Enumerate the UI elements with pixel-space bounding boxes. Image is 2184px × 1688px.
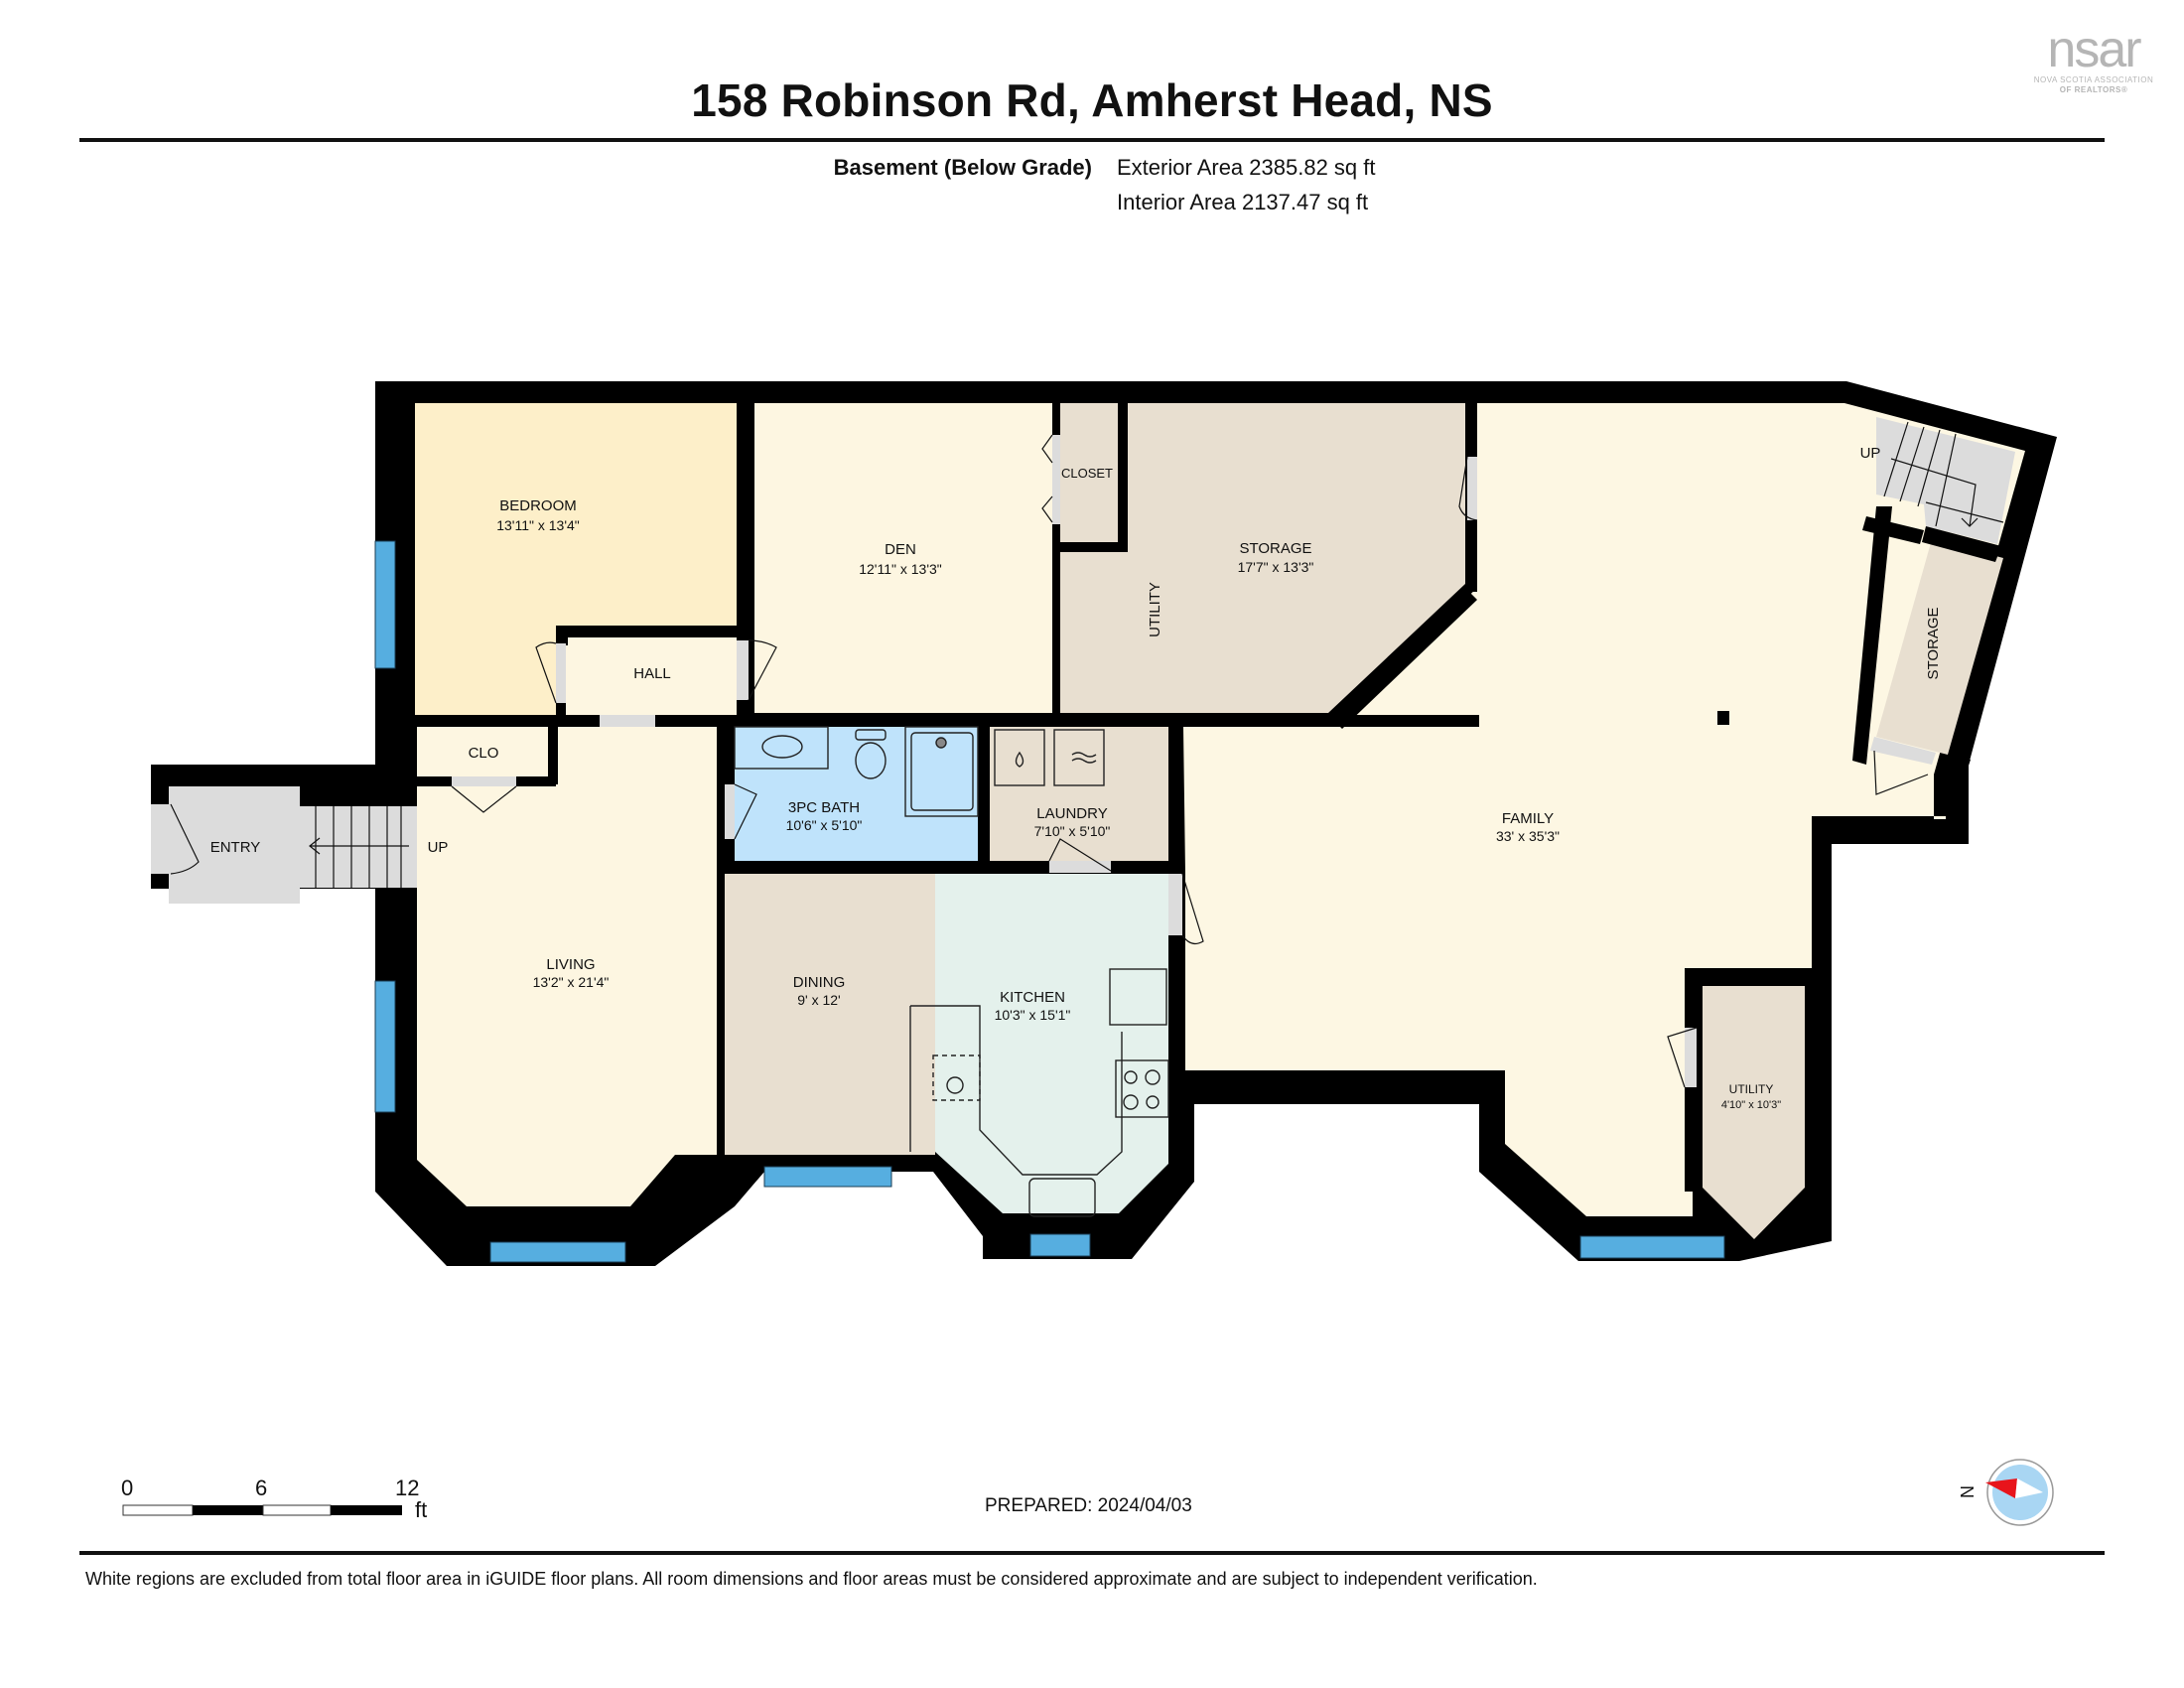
compass-icon	[1985, 1459, 2054, 1526]
dims-dining: 9' x 12'	[797, 992, 840, 1008]
window-family	[1579, 1235, 1725, 1259]
label-entry-up: UP	[428, 839, 449, 856]
disclaimer-text: White regions are excluded from total fl…	[85, 1569, 1538, 1589]
compass-north-label: N	[1957, 1485, 1977, 1498]
room-kitchen	[935, 874, 1168, 1213]
dims-living: 13'2" x 21'4"	[533, 974, 610, 990]
dims-laundry: 7'10" x 5'10"	[1034, 823, 1111, 839]
label-living: LIVING	[546, 956, 595, 973]
washer	[994, 729, 1045, 786]
label-den: DEN	[885, 541, 916, 558]
kitchen-sink	[1028, 1178, 1096, 1217]
scale-tick-12: 12	[395, 1476, 420, 1500]
label-closet: CLOSET	[1061, 466, 1113, 481]
label-laundry: LAUNDRY	[1036, 805, 1107, 822]
room-storage-main	[1060, 403, 1465, 713]
label-utility-main: UTILITY	[1147, 582, 1163, 637]
windows	[374, 540, 1725, 1263]
label-storage-main: STORAGE	[1239, 540, 1311, 557]
interior-walls	[397, 403, 2001, 1192]
window-living-side	[374, 980, 396, 1113]
bath-vanity	[734, 726, 829, 770]
room-laundry	[990, 727, 1168, 861]
dryer	[1053, 729, 1105, 786]
scale-bar	[122, 1504, 402, 1516]
dims-bath: 10'6" x 5'10"	[786, 817, 863, 833]
scale-unit: ft	[415, 1497, 428, 1522]
label-clo: CLO	[469, 745, 499, 762]
window-bedroom	[374, 540, 396, 669]
door-swings	[170, 434, 1929, 1088]
interior-area: Interior Area 2137.47 sq ft	[1117, 190, 1369, 214]
scale-tick-6: 6	[255, 1476, 268, 1500]
room-family	[1183, 403, 2025, 1216]
logo-mark: nsar	[2047, 21, 2141, 78]
header-divider	[79, 138, 2105, 142]
label-family-up: UP	[1860, 445, 1881, 462]
support-column	[1717, 711, 1729, 725]
dims-utility-small: 4'10" x 10'3"	[1721, 1099, 1781, 1111]
dims-den: 12'11" x 13'3"	[859, 561, 942, 577]
label-kitchen: KITCHEN	[1000, 989, 1065, 1006]
label-hall: HALL	[633, 665, 671, 682]
nsar-logo: nsar NOVA SCOTIA ASSOCIATION OF REALTORS…	[2009, 24, 2178, 103]
window-living-bottom	[489, 1241, 626, 1263]
exterior-area: Exterior Area 2385.82 sq ft	[1117, 155, 1376, 180]
logo-line-2: OF REALTORS®	[2059, 85, 2128, 94]
dims-bedroom: 13'11" x 13'4"	[496, 517, 580, 533]
property-address-title: 158 Robinson Rd, Amherst Head, NS	[691, 74, 1493, 126]
entry-stairs	[300, 806, 417, 888]
stair-treads	[309, 421, 2004, 888]
logo-line-1: NOVA SCOTIA ASSOCIATION	[2033, 75, 2154, 84]
window-dining	[763, 1166, 892, 1188]
room-bedroom	[415, 403, 737, 717]
dims-family: 33' x 35'3"	[1496, 828, 1560, 844]
label-storage-small: STORAGE	[1925, 607, 1942, 679]
room-bath	[735, 727, 978, 861]
room-fills	[169, 403, 2025, 1239]
bath-sink	[761, 735, 803, 759]
label-bedroom: BEDROOM	[499, 497, 577, 514]
range	[1115, 1059, 1169, 1118]
label-family: FAMILY	[1502, 810, 1554, 827]
dims-kitchen: 10'3" x 15'1"	[995, 1007, 1071, 1023]
label-entry: ENTRY	[210, 839, 261, 856]
label-dining: DINING	[793, 974, 846, 991]
scale-tick-0: 0	[121, 1476, 134, 1500]
room-closet	[1060, 403, 1118, 542]
doors	[151, 435, 1936, 1087]
window-kitchen	[1029, 1233, 1091, 1257]
kitchen-counter	[909, 1005, 1123, 1176]
room-utility-small	[1703, 986, 1805, 1239]
footer-divider	[79, 1551, 2105, 1555]
room-labels: BEDROOM 13'11" x 13'4" DEN 12'11" x 13'3…	[210, 445, 1942, 1111]
fixtures	[734, 726, 1169, 1217]
label-bath: 3PC BATH	[788, 799, 860, 816]
room-den	[754, 403, 1052, 713]
room-living	[417, 727, 717, 1206]
shower	[904, 726, 979, 817]
fridge	[1109, 968, 1167, 1026]
prepared-date: PREPARED: 2024/04/03	[985, 1495, 1192, 1516]
level-name: Basement (Below Grade)	[833, 155, 1092, 180]
room-storage-small	[1876, 539, 2003, 755]
toilet	[855, 742, 887, 779]
room-dining	[725, 874, 935, 1155]
dims-storage-main: 17'7" x 13'3"	[1238, 559, 1314, 575]
room-hall	[566, 635, 737, 717]
label-utility-small: UTILITY	[1729, 1082, 1774, 1096]
